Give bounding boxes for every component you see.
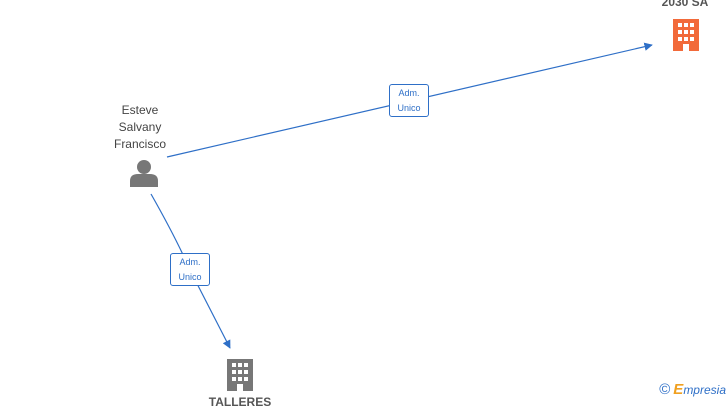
- copyright-icon: ©: [659, 380, 671, 398]
- relationship-graph: [150, 42, 653, 349]
- edge-label-top[interactable]: Adm. Unico: [389, 84, 429, 117]
- brand-text: mpresia: [683, 382, 726, 397]
- building-icon[interactable]: [224, 357, 256, 391]
- edge-label-bottom[interactable]: Adm. Unico: [170, 253, 210, 286]
- building-icon[interactable]: [670, 17, 702, 51]
- edge-label-line: Unico: [178, 272, 202, 282]
- person-name-line: Salvany: [118, 120, 162, 134]
- watermark: © Empresia: [659, 380, 726, 398]
- brand-logo: Empresia: [673, 381, 726, 398]
- person-name-line: Francisco: [113, 137, 166, 151]
- company-top-label[interactable]: 2030 SA: [661, 0, 709, 9]
- person-name-line: Esteve: [121, 103, 159, 117]
- edge-label-line: Adm.: [398, 88, 420, 98]
- person-icon[interactable]: [129, 159, 159, 187]
- person-name[interactable]: Esteve Salvany Francisco: [100, 102, 180, 153]
- edge-label-line: Unico: [397, 103, 421, 113]
- edge-label-line: Adm.: [179, 257, 201, 267]
- company-bottom-label[interactable]: TALLERES: [208, 395, 272, 409]
- brand-initial: E: [673, 380, 684, 398]
